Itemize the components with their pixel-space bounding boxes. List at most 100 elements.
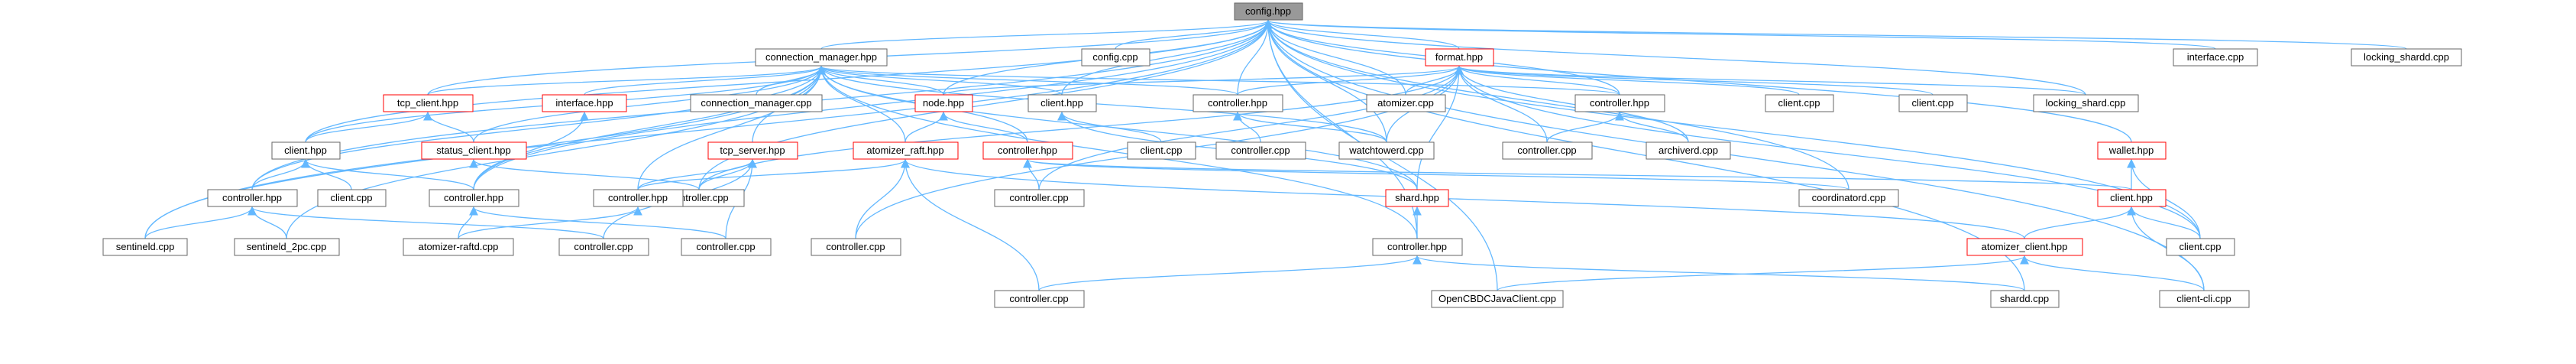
node-label: connection_manager.cpp	[701, 97, 811, 109]
node-controller-cpp-f[interactable]: controller.cpp	[681, 238, 772, 256]
dependency-edge	[301, 158, 474, 190]
node-client-cpp-d[interactable]: client.cpp	[317, 189, 387, 207]
node-watchtowerd-cpp[interactable]: watchtowerd.cpp	[1338, 141, 1435, 160]
node-label: controller.cpp	[1517, 145, 1576, 156]
node-client-cpp-a[interactable]: client.cpp	[1765, 94, 1834, 112]
node-controller-hpp-g[interactable]: controller.hpp	[1372, 238, 1463, 256]
node-client-cpp-e[interactable]: client.cpp	[2166, 238, 2235, 256]
dependency-edge	[144, 206, 257, 239]
node-config-cpp[interactable]: config.cpp	[1081, 48, 1150, 67]
dependency-edge	[817, 65, 1418, 239]
node-label: controller.cpp	[826, 241, 885, 252]
dependency-edge	[1264, 19, 1849, 190]
node-label: status_client.hpp	[436, 145, 511, 156]
dependency-edge	[1264, 19, 2205, 291]
node-connection-manager-hpp[interactable]: connection_manager.hpp	[755, 48, 888, 67]
node-sentineld-cpp[interactable]: sentineld.cpp	[102, 238, 188, 256]
node-controller-cpp-a[interactable]: controller.cpp	[1215, 141, 1306, 160]
node-opencbdc-java-client-cpp[interactable]: OpenCBDCJavaClient.cpp	[1431, 290, 1564, 308]
dependency-edge	[1264, 19, 1387, 143]
dependency-edge	[2024, 206, 2136, 239]
node-wallet-hpp[interactable]: wallet.hpp	[2097, 141, 2167, 160]
dependency-edge	[1455, 65, 2086, 96]
node-interface-hpp[interactable]: interface.hpp	[542, 94, 627, 112]
node-shard-hpp[interactable]: shard.hpp	[1385, 189, 1449, 207]
node-controller-cpp-g[interactable]: controller.cpp	[811, 238, 901, 256]
dependency-edge	[1455, 65, 1934, 96]
node-controller-hpp-e[interactable]: controller.hpp	[429, 189, 519, 207]
node-label: tcp_client.hpp	[397, 97, 458, 109]
dependency-edge	[473, 65, 826, 190]
node-label: locking_shardd.cpp	[2364, 51, 2449, 63]
dependency-edge	[473, 111, 589, 190]
dependency-edge	[817, 65, 1063, 96]
dependency-edge	[1497, 255, 2029, 291]
node-controller-hpp-d[interactable]: controller.hpp	[207, 189, 298, 207]
node-config-hpp[interactable]: config.hpp	[1234, 2, 1303, 21]
node-label: sentineld.cpp	[116, 241, 175, 252]
node-controller-cpp-e[interactable]: controller.cpp	[558, 238, 649, 256]
node-controller-cpp-d[interactable]: controller.cpp	[994, 189, 1085, 207]
dependency-edge	[1264, 19, 2086, 96]
node-label: controller.cpp	[1009, 192, 1068, 203]
node-client-hpp-a[interactable]: client.hpp	[1027, 94, 1097, 112]
node-locking-shard-cpp[interactable]: locking_shard.cpp	[2033, 94, 2139, 112]
node-client-hpp-c[interactable]: client.hpp	[2097, 189, 2167, 207]
dependency-edge	[1057, 111, 1162, 143]
node-client-cpp-c[interactable]: client.cpp	[1127, 141, 1196, 160]
node-locking-shardd-cpp[interactable]: locking_shardd.cpp	[2351, 48, 2462, 67]
node-controller-cpp-h[interactable]: controller.cpp	[994, 290, 1085, 308]
node-tcp-server-hpp[interactable]: tcp_server.hpp	[707, 141, 798, 160]
dependency-edge	[1023, 158, 1040, 190]
node-label: node.hpp	[923, 97, 964, 109]
node-tcp-client-hpp[interactable]: tcp_client.hpp	[383, 94, 474, 112]
node-sentineld-2pc-cpp[interactable]: sentineld_2pc.cpp	[234, 238, 340, 256]
node-status-client-hpp[interactable]: status_client.hpp	[421, 141, 527, 160]
node-label: client.cpp	[2180, 241, 2222, 252]
dependency-edge	[1455, 65, 1800, 96]
node-label: controller.hpp	[998, 145, 1057, 156]
dependency-edge	[305, 111, 432, 143]
node-atomizer-raft-hpp[interactable]: atomizer_raft.hpp	[853, 141, 959, 160]
node-connection-manager-cpp[interactable]: connection_manager.cpp	[690, 94, 823, 112]
dependency-edge	[248, 206, 604, 239]
node-node-hpp[interactable]: node.hpp	[914, 94, 973, 112]
node-archiverd-cpp[interactable]: archiverd.cpp	[1646, 141, 1731, 160]
dependency-edge	[473, 65, 826, 143]
node-controller-hpp-b[interactable]: controller.hpp	[1574, 94, 1665, 112]
node-client-cli-cpp[interactable]: client-cli.cpp	[2159, 290, 2250, 308]
dependency-edge	[1615, 111, 1689, 143]
node-interface-cpp[interactable]: interface.cpp	[2173, 48, 2258, 67]
dependency-edge	[1264, 19, 2132, 143]
node-label: controller.cpp	[1231, 145, 1290, 156]
node-atomizer-cpp[interactable]: atomizer.cpp	[1366, 94, 1446, 112]
node-client-cpp-b[interactable]: client.cpp	[1898, 94, 1968, 112]
node-label: wallet.hpp	[2108, 145, 2154, 156]
node-label: sentineld_2pc.cpp	[247, 241, 327, 252]
node-label: client-cli.cpp	[2176, 293, 2231, 304]
node-controller-hpp-a[interactable]: controller.hpp	[1193, 94, 1283, 112]
node-controller-cpp-b[interactable]: controller.cpp	[1502, 141, 1593, 160]
dependency-edge	[458, 206, 642, 239]
node-format-hpp[interactable]: format.hpp	[1425, 48, 1494, 67]
dependency-edge	[2020, 255, 2205, 291]
node-client-hpp-b[interactable]: client.hpp	[271, 141, 341, 160]
node-controller-hpp-f[interactable]: controller.hpp	[593, 189, 684, 207]
dependency-edge	[427, 65, 826, 96]
dependency-edge	[1237, 65, 1464, 96]
dependency-edge	[817, 65, 1620, 96]
dependency-edge	[637, 65, 826, 190]
node-shardd-cpp[interactable]: shardd.cpp	[1990, 290, 2060, 308]
dependency-edge	[1264, 19, 2407, 50]
dependency-edge	[1233, 111, 1387, 143]
dependency-edge	[817, 65, 906, 143]
node-atomizer-raftd-cpp[interactable]: atomizer-raftd.cpp	[403, 238, 514, 256]
node-label: controller.cpp	[696, 241, 755, 252]
node-label: controller.hpp	[222, 192, 282, 203]
node-atomizer-client-hpp[interactable]: atomizer_client.hpp	[1966, 238, 2083, 256]
node-label: client.cpp	[1912, 97, 1954, 109]
node-label: config.hpp	[1245, 5, 1291, 17]
node-controller-hpp-c[interactable]: controller.hpp	[982, 141, 1073, 160]
node-coordinatord-cpp[interactable]: coordinatord.cpp	[1798, 189, 1899, 207]
